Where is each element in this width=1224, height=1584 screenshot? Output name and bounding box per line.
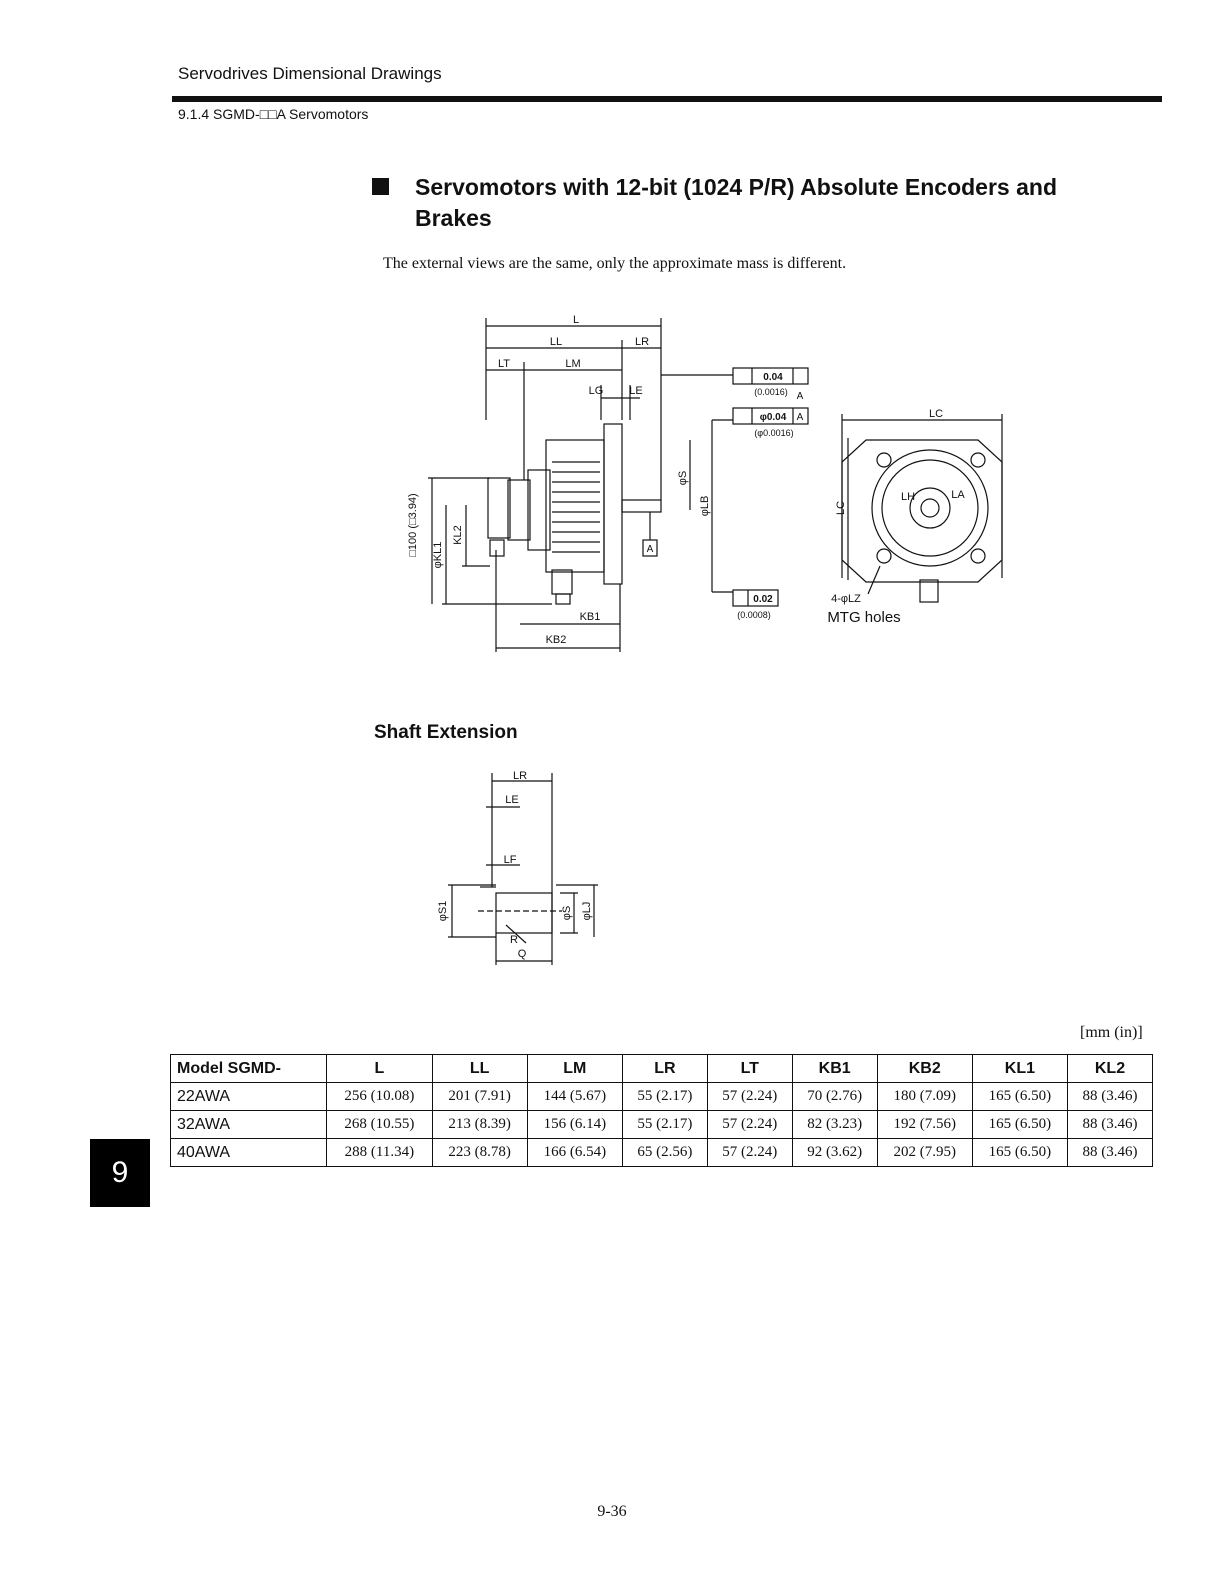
table-cell: 201 (7.91) [431,1082,528,1111]
dim-KL1: φKL1 [432,542,444,569]
table-cell: 156 (6.14) [526,1110,623,1139]
motor-dimensional-drawing: L LL LR LT LM LG LE KB1 KB2 □100 (□3.94)… [407,314,1003,652]
shaft-dim-S: φS [561,906,573,920]
dim-LL: LL [550,336,562,348]
table-header-cell: LL [431,1054,528,1083]
table-cell: 165 (6.50) [971,1082,1068,1111]
table-cell: 213 (8.39) [431,1110,528,1139]
table-cell: 202 (7.95) [876,1138,973,1167]
table-cell: 144 (5.67) [526,1082,623,1111]
tolerance-perpendicularity-in: (0.0016) [754,387,788,397]
table-cell: 32AWA [169,1110,328,1139]
tol1-datum: A [797,391,804,402]
dim-LA: LA [951,489,965,501]
dim-LC-vertical: LC [835,501,847,515]
dim-LG: LG [589,385,604,397]
table-cell: 256 (10.08) [326,1082,433,1111]
shaft-dim-LE: LE [505,794,518,806]
tol2-datum: A [797,412,804,423]
header-rule [172,96,1162,102]
table-cell: 180 (7.09) [876,1082,973,1111]
shaft-dim-LJ: φLJ [581,902,593,921]
tolerance-concentricity: φ0.04 [760,412,787,423]
shaft-dim-Q: Q [518,948,527,960]
heading-bullet [372,178,389,195]
table-header-cell: LT [706,1054,793,1083]
dim-side-square: □100 (□3.94) [407,493,419,556]
table-header-cell: Model SGMD- [169,1054,328,1083]
table-unit: [mm (in)] [1080,1024,1143,1041]
table-cell: 55 (2.17) [621,1110,708,1139]
table-cell: 40AWA [169,1138,328,1167]
shaft-dim-S1: φS1 [437,901,449,922]
table-header-cell: KB1 [791,1054,878,1083]
table-row: 40AWA 288 (11.34) 223 (8.78) 166 (6.54) … [169,1138,1154,1167]
datum-A: A [647,544,654,555]
table-cell: 165 (6.50) [971,1138,1068,1167]
running-header-title: Servodrives Dimensional Drawings [178,64,442,83]
dim-KL2: KL2 [452,525,464,545]
table-header-row: Model SGMD- L LL LM LR LT KB1 KB2 KL1 KL… [169,1054,1154,1083]
mtg-holes-label: MTG holes [827,609,900,626]
table-cell: 92 (3.62) [791,1138,878,1167]
table-cell: 88 (3.46) [1066,1082,1154,1111]
dim-KB2: KB2 [546,634,567,646]
table-cell: 82 (3.23) [791,1110,878,1139]
tolerance-runout: 0.02 [753,594,773,605]
table-cell: 22AWA [169,1082,328,1111]
section-heading: Servomotors with 12-bit (1024 P/R) Absol… [415,174,1058,231]
shaft-dim-LF: LF [504,854,517,866]
table-cell: 192 (7.56) [876,1110,973,1139]
dim-LR: LR [635,336,649,348]
dimensions-table: Model SGMD- L LL LM LR LT KB1 KB2 KL1 KL… [169,1054,1154,1167]
running-header-section: 9.1.4 SGMD-□□A Servomotors [178,106,369,122]
dim-L: L [573,314,579,326]
shaft-dim-LR: LR [513,770,527,782]
table-header-cell: KL1 [971,1054,1068,1083]
table-cell: 223 (8.78) [431,1138,528,1167]
shaft-dim-R: R [510,934,518,946]
table-header-cell: LM [526,1054,623,1083]
table-cell: 166 (6.54) [526,1138,623,1167]
table-header-cell: LR [621,1054,708,1083]
table-row: 32AWA 268 (10.55) 213 (8.39) 156 (6.14) … [169,1110,1154,1139]
dim-S: φS [677,471,689,485]
table-cell: 268 (10.55) [326,1110,433,1139]
table-header-cell: KL2 [1066,1054,1154,1083]
tolerance-perpendicularity: 0.04 [763,372,783,383]
dim-LT: LT [498,358,510,370]
shaft-extension-drawing: LR LE LF φS1 φS φLJ R Q [437,770,598,965]
dim-LB: φLB [699,496,711,517]
table-cell: 57 (2.24) [706,1138,793,1167]
dim-KB1: KB1 [580,611,601,623]
table-header-cell: KB2 [876,1054,973,1083]
table-cell: 65 (2.56) [621,1138,708,1167]
shaft-extension-title: Shaft Extension [374,722,518,743]
dim-LH: LH [901,491,915,503]
table-cell: 70 (2.76) [791,1082,878,1111]
page-number: 9-36 [597,1503,627,1520]
dim-LM: LM [565,358,580,370]
table-cell: 88 (3.46) [1066,1138,1154,1167]
dim-LC: LC [929,408,943,420]
intro-text: The external views are the same, only th… [383,255,847,272]
table-cell: 165 (6.50) [971,1110,1068,1139]
dim-LZ: 4-φLZ [831,593,861,605]
table-row: 22AWA 256 (10.08) 201 (7.91) 144 (5.67) … [169,1082,1154,1111]
table-cell: 57 (2.24) [706,1082,793,1111]
table-cell: 288 (11.34) [326,1138,433,1167]
tolerance-concentricity-in: (φ0.0016) [754,428,793,438]
tolerance-runout-in: (0.0008) [737,610,771,620]
chapter-tab: 9 [90,1139,150,1207]
dim-LE: LE [629,385,642,397]
table-header-cell: L [326,1054,433,1083]
table-cell: 57 (2.24) [706,1110,793,1139]
table-cell: 55 (2.17) [621,1082,708,1111]
table-cell: 88 (3.46) [1066,1110,1154,1139]
